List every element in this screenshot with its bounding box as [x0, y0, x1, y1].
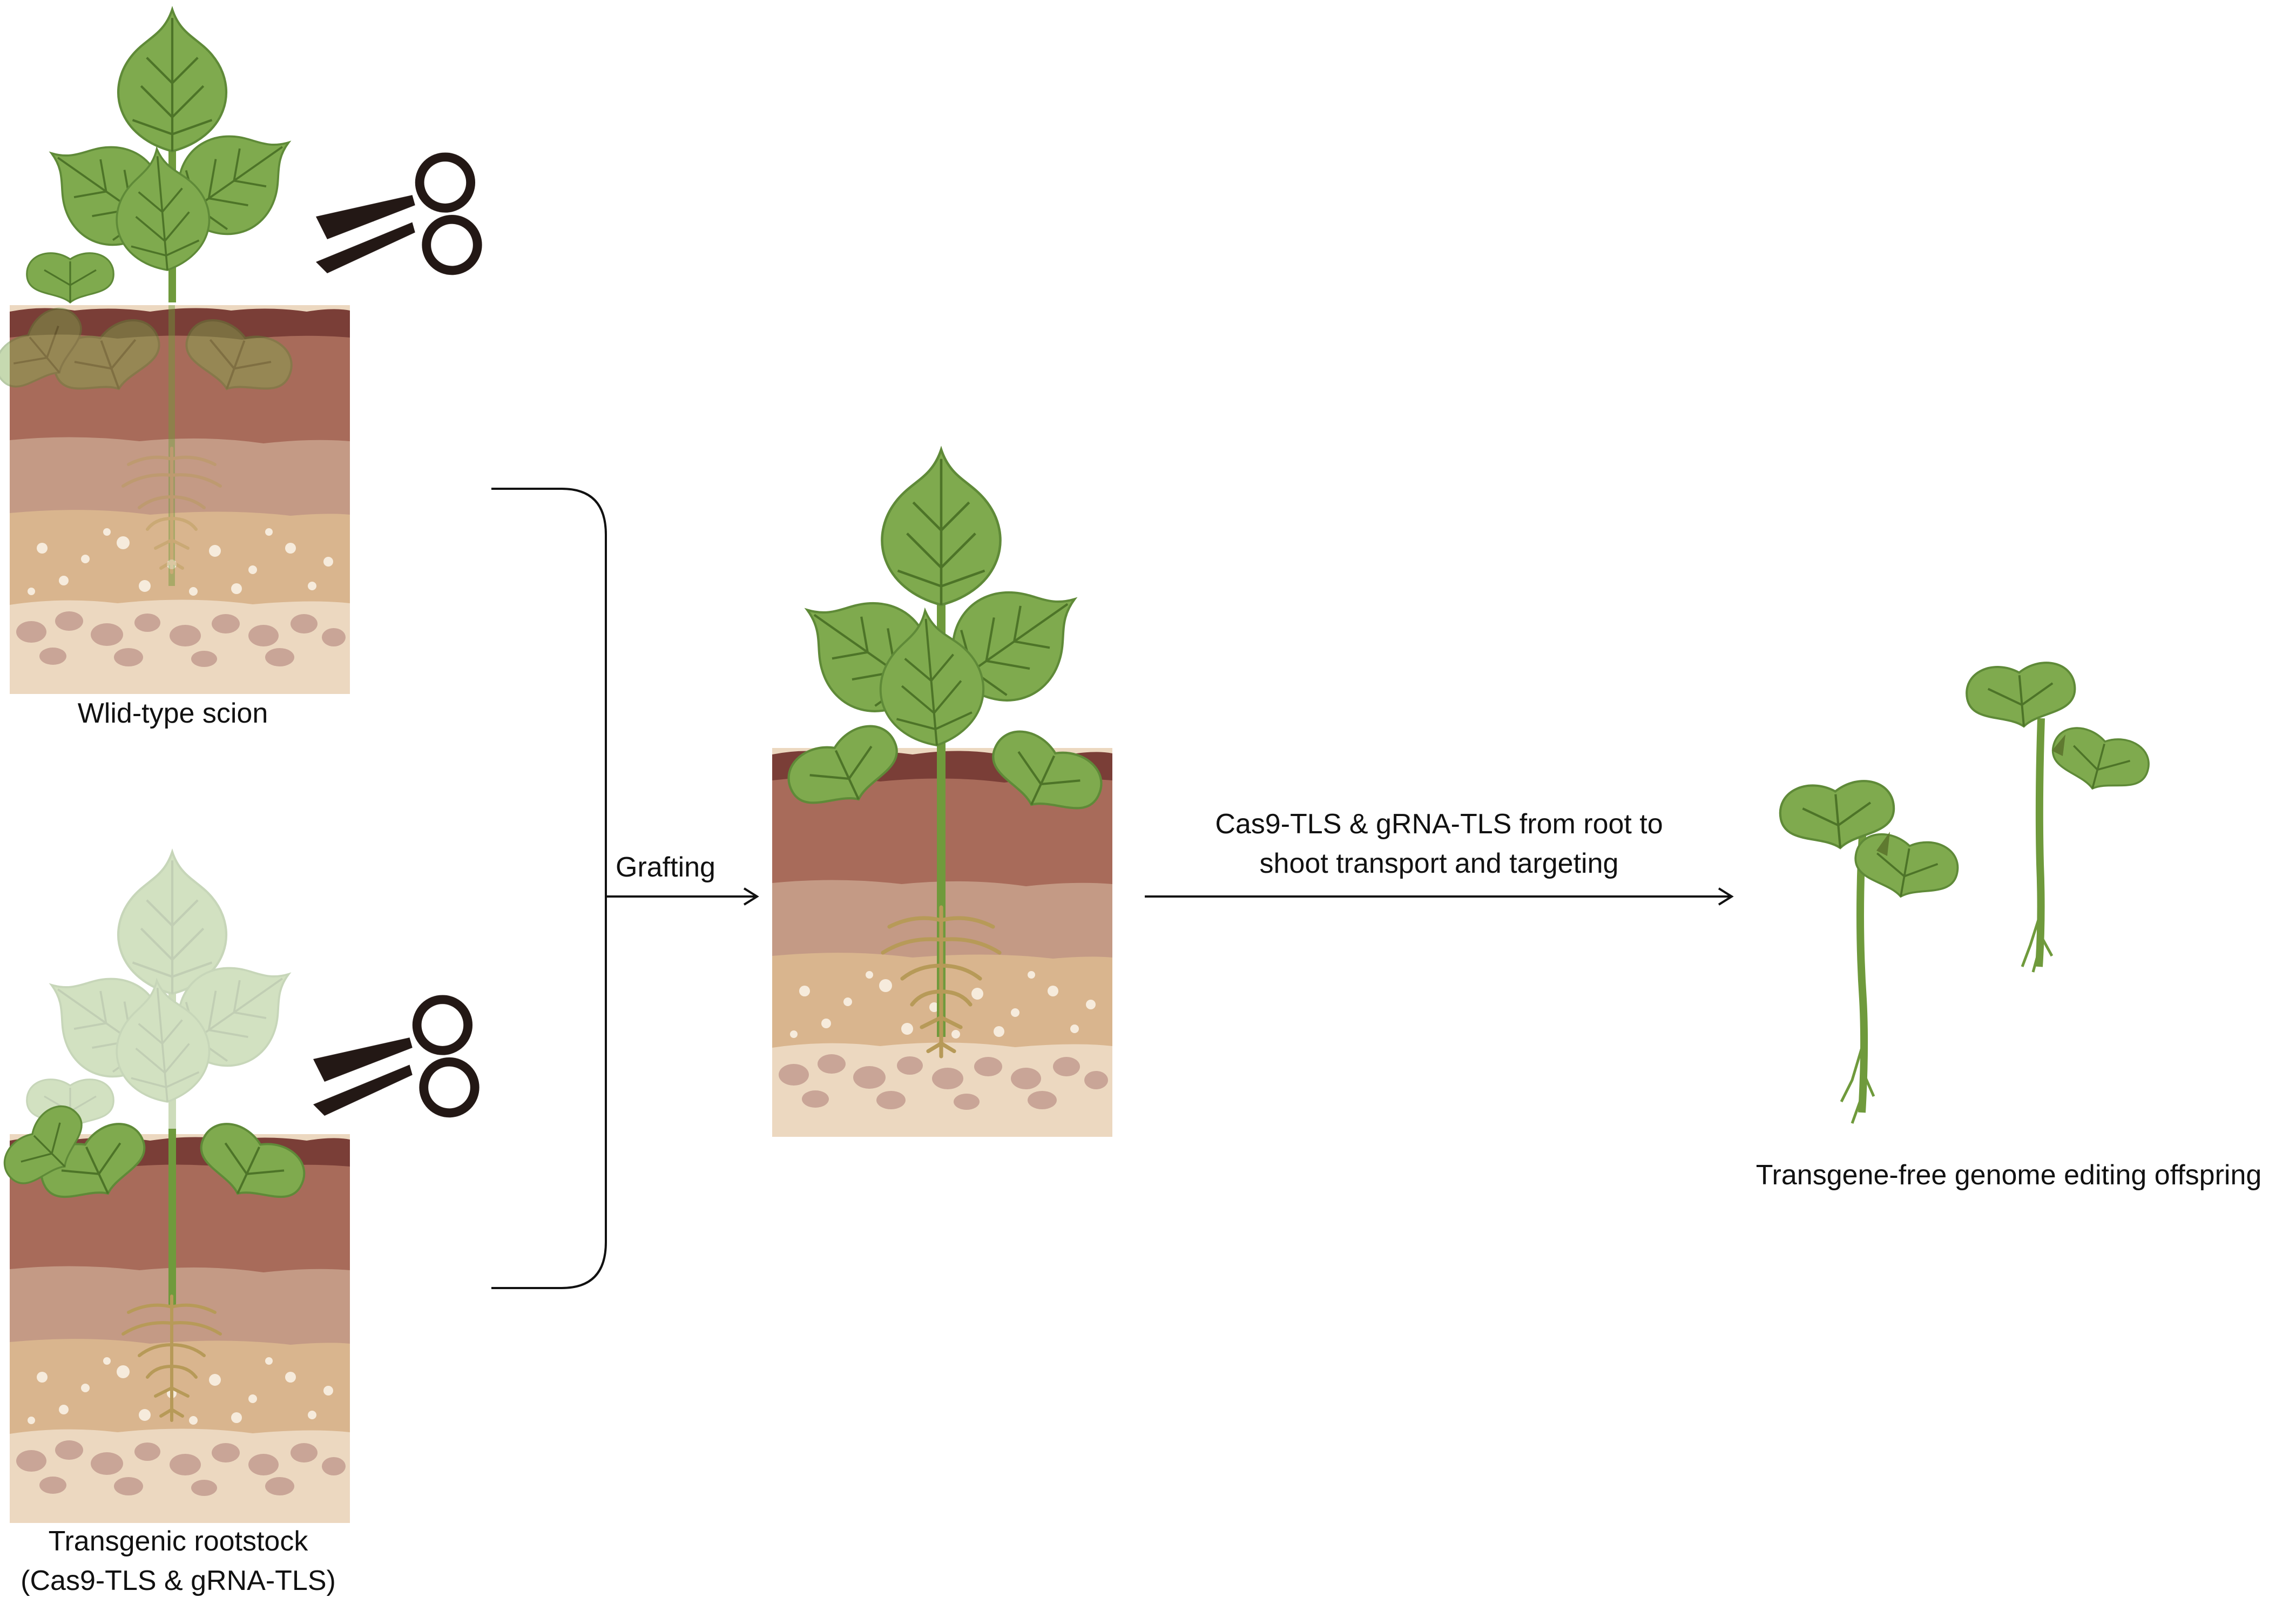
grafted-plant — [776, 450, 1110, 1057]
offspring-text: Transgene-free genome editing offspring — [1755, 1160, 2262, 1191]
seedling-left — [1778, 778, 1963, 1124]
transport-text-line2: shoot transport and targeting — [1259, 847, 1619, 879]
wild-type-scion-text: Wlid-type scion — [77, 698, 268, 729]
rootstock-text-line1: Transgenic rootstock — [48, 1526, 308, 1557]
offspring-seedlings-illustration — [1778, 659, 2155, 1124]
rootstock-faded-upper-plant — [22, 852, 318, 1134]
rootstock-lower-plant — [0, 1096, 314, 1420]
transgenic-rootstock-label: Transgenic rootstock (Cas9-TLS & gRNA-TL… — [0, 1522, 356, 1601]
transgenic-rootstock-illustration — [0, 852, 475, 1523]
grafting-bracket — [491, 488, 759, 1289]
offspring-label: Transgene-free genome editing offspring — [1723, 1156, 2295, 1195]
transport-text-line1: Cas9-TLS & gRNA-TLS from root to — [1215, 808, 1663, 840]
scissors-icon — [316, 157, 477, 273]
rootstock-text-line2: (Cas9-TLS & gRNA-TLS) — [21, 1565, 336, 1596]
transport-arrow — [1145, 887, 1734, 906]
grafted-plant-illustration — [772, 450, 1112, 1137]
scion-faded-lower-plant — [0, 298, 300, 586]
scissors-icon — [313, 1000, 475, 1116]
grafting-label: Grafting — [616, 848, 745, 887]
scion-shoot — [22, 10, 318, 304]
transport-label: Cas9-TLS & gRNA-TLS from root to shoot t… — [1134, 805, 1744, 884]
wild-type-scion-label: Wlid-type scion — [22, 694, 324, 733]
grafting-text: Grafting — [616, 852, 715, 883]
seedling-right — [1963, 659, 2155, 973]
wild-type-scion-illustration — [0, 10, 477, 694]
